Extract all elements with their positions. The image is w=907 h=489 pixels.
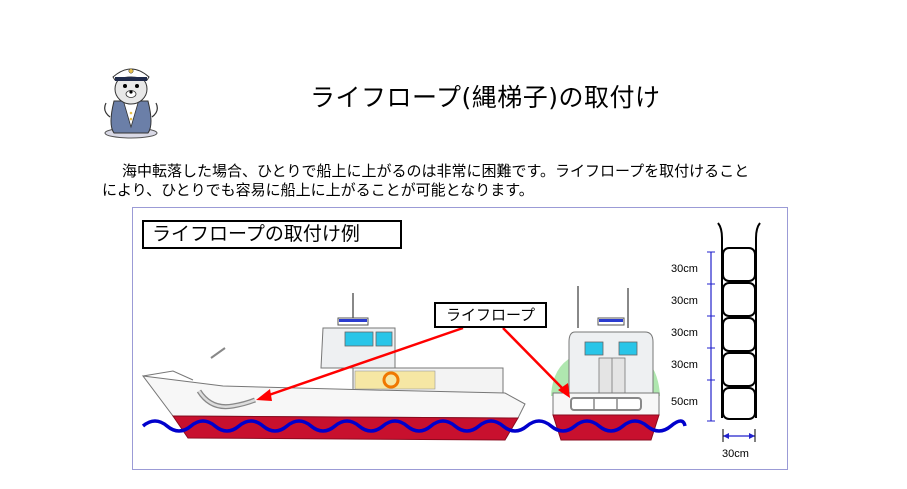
side-view-boat — [141, 293, 526, 441]
ladder-width-label: 30cm — [722, 448, 749, 460]
stern-view-boat — [551, 286, 660, 441]
ladder-spacing-label: 30cm — [671, 263, 698, 275]
liferope-label: ライフロープ — [434, 302, 547, 328]
captain-seal-mascot — [100, 55, 162, 139]
liferope-example-figure: ライフロープの取付け例 ライフロープ 30cm 30cm 30cm 30cm 5… — [132, 207, 788, 470]
ladder-spacing-label: 30cm — [671, 327, 698, 339]
rope-ladder-detail — [707, 222, 761, 442]
figure-caption: ライフロープの取付け例 — [142, 220, 402, 249]
intro-line-1: 海中転落した場合、ひとりで船上に上がるのは非常に困難です。ライフロープを取付ける… — [122, 162, 750, 180]
pointer-arrows — [256, 326, 570, 401]
ladder-spacing-label: 50cm — [671, 396, 698, 408]
intro-line-2: により、ひとりでも容易に船上に上がることが可能となります。 — [102, 181, 534, 199]
ladder-spacing-label: 30cm — [671, 359, 698, 371]
page-title: ライフロープ(縄梯子)の取付け — [310, 83, 661, 112]
ladder-spacing-label: 30cm — [671, 295, 698, 307]
water-wave — [141, 419, 687, 433]
boat-illustration — [141, 222, 761, 442]
